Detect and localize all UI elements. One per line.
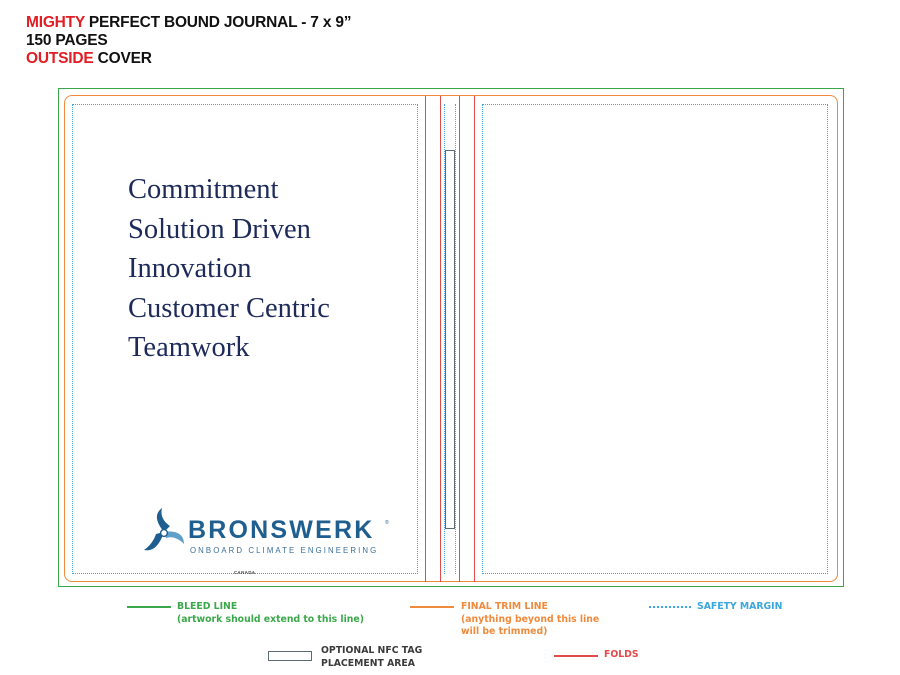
header-cover: COVER xyxy=(93,50,152,67)
logo-country: CANADA xyxy=(234,570,256,575)
legend-nfc-label-2: PLACEMENT AREA xyxy=(321,658,415,669)
back-cover-safety-margin xyxy=(72,104,418,574)
nfc-tag-placement-area xyxy=(445,150,455,529)
legend-bleed-swatch xyxy=(127,606,171,608)
header-title: PERFECT BOUND JOURNAL - 7 x 9” xyxy=(84,14,352,31)
legend-nfc-swatch xyxy=(268,651,312,661)
front-cover-safety-margin xyxy=(482,104,828,574)
logo-wordmark: BRONSWERK xyxy=(188,516,375,544)
header-highlight-mighty: MIGHTY xyxy=(26,14,85,31)
bleed-line-box xyxy=(58,88,844,587)
legend-trim-label: FINAL TRIM LINE xyxy=(461,601,548,612)
fold-line-2 xyxy=(440,96,441,582)
bronswerk-propeller-icon xyxy=(144,508,184,551)
value-customer-centric: Customer Centric xyxy=(128,292,330,324)
bronswerk-logo: BRONSWERK ® ONBOARD CLIMATE ENGINEERING xyxy=(140,504,400,564)
spine-trim-bottom xyxy=(426,581,474,582)
value-teamwork: Teamwork xyxy=(128,332,250,363)
header-line-2: 150 PAGES xyxy=(26,32,108,49)
spine-safety-margin xyxy=(444,104,456,574)
legend-trim-note-1: (anything beyond this line xyxy=(461,614,600,625)
fold-line-3 xyxy=(459,96,460,582)
value-commitment: Commitment xyxy=(128,174,279,205)
legend-folds-swatch xyxy=(554,655,598,657)
legend-trim-swatch xyxy=(410,606,454,608)
header-highlight-outside: OUTSIDE xyxy=(26,50,94,67)
legend-nfc-label-1: OPTIONAL NFC TAG xyxy=(321,645,423,656)
logo-trademark: ® xyxy=(385,520,389,526)
legend-safety-swatch xyxy=(649,606,691,608)
fold-line-4 xyxy=(474,96,475,582)
legend-bleed-label: BLEED LINE xyxy=(177,601,238,612)
legend-trim-note-2: will be trimmed) xyxy=(461,626,548,637)
front-cover-trim xyxy=(474,95,838,582)
header-line-3: OUTSIDE COVER xyxy=(26,50,351,68)
legend-folds-label: FOLDS xyxy=(604,649,639,660)
spine-trim-top xyxy=(426,95,474,96)
fold-line-1 xyxy=(425,96,426,582)
legend-safety-label: SAFETY MARGIN xyxy=(697,601,783,612)
template-header: MIGHTY PERFECT BOUND JOURNAL - 7 x 9” 15… xyxy=(26,14,352,68)
logo-tagline: ONBOARD CLIMATE ENGINEERING xyxy=(190,546,379,555)
value-solution-driven: Solution Driven xyxy=(128,213,311,245)
value-innovation: Innovation xyxy=(128,253,252,284)
back-cover-trim xyxy=(64,95,426,582)
legend-bleed-note: (artwork should extend to this line) xyxy=(177,614,364,625)
header-line-1: MIGHTY PERFECT BOUND JOURNAL - 7 x 9” xyxy=(26,14,352,32)
company-values-list: Commitment Solution Driven Innovation Cu… xyxy=(128,170,330,368)
